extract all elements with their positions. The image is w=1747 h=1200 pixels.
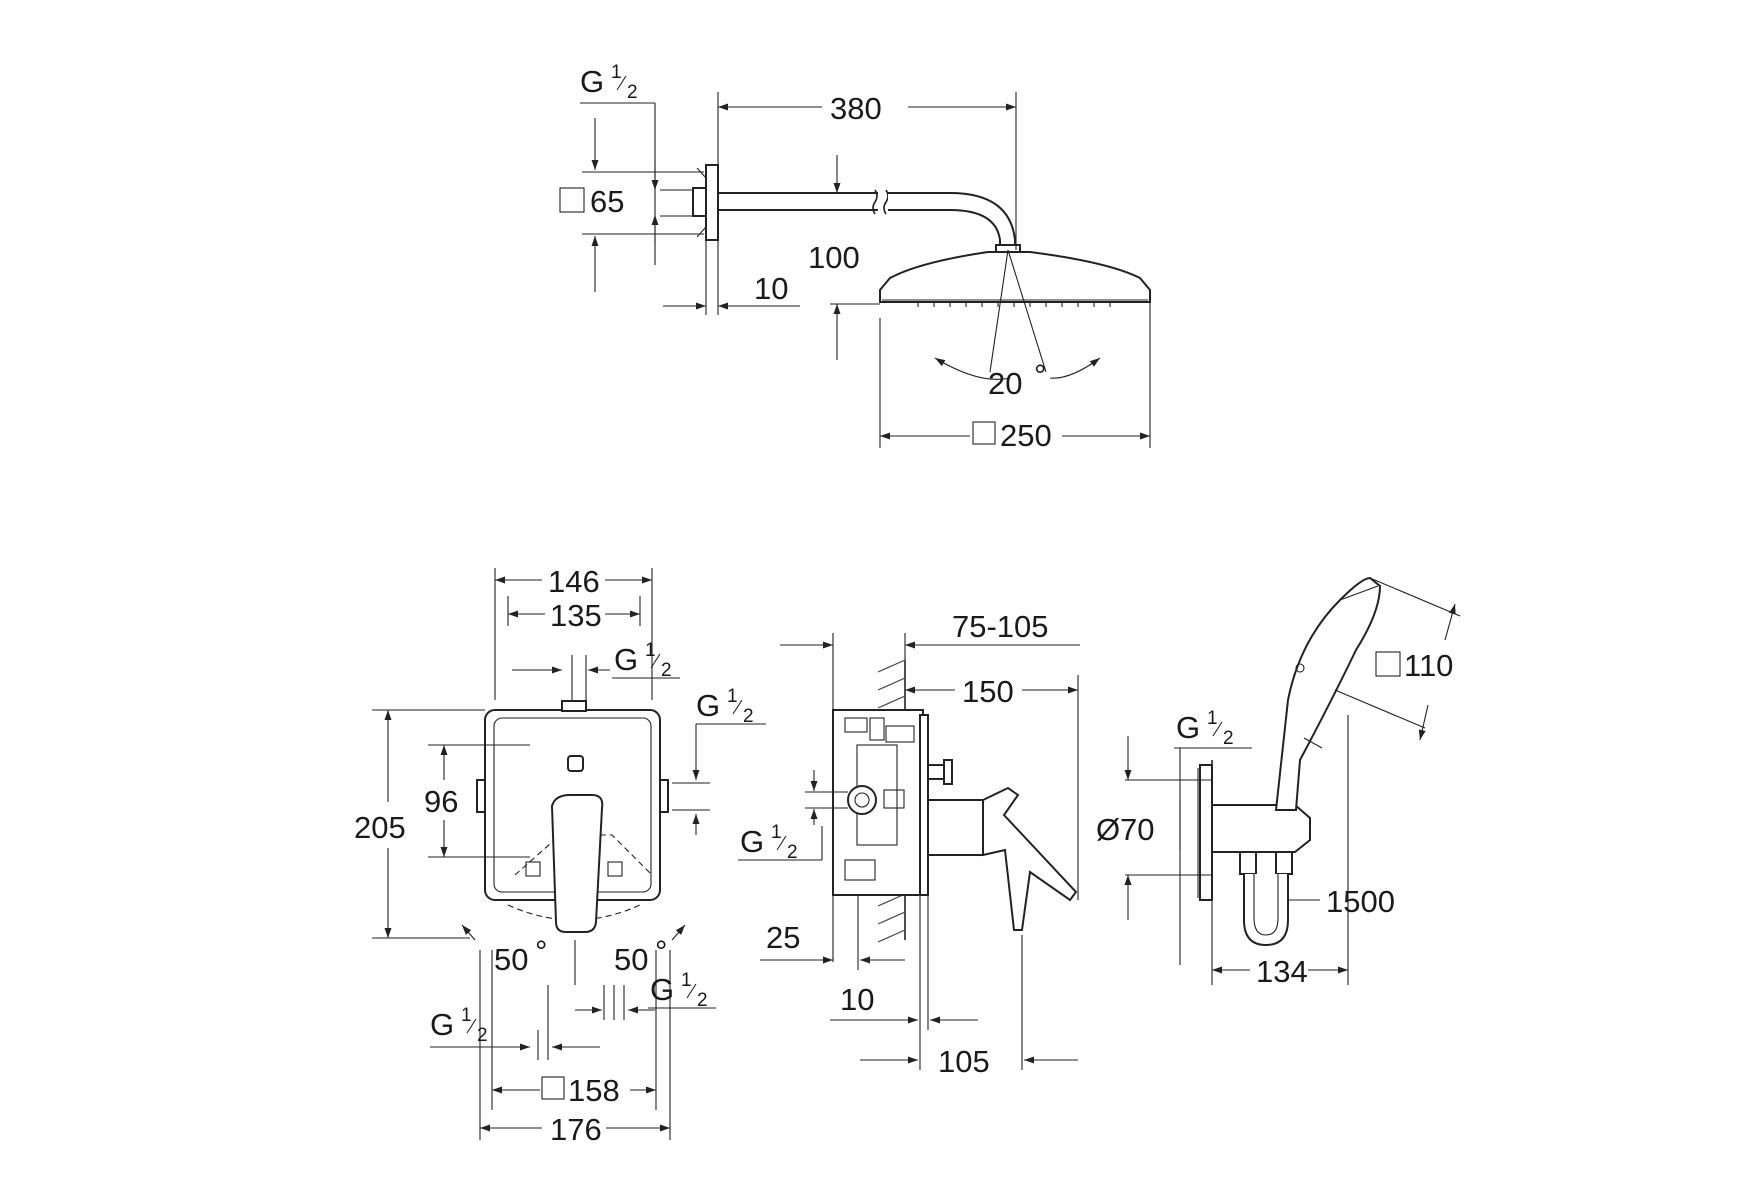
thread-g-mixer-top: G: [614, 642, 638, 677]
dim-105: 105: [938, 1044, 990, 1079]
svg-text:1: 1: [461, 1005, 472, 1026]
rough-in-box: [832, 709, 924, 896]
angle-50-right: 50: [614, 942, 648, 977]
svg-text:1: 1: [645, 640, 656, 661]
svg-text:2: 2: [697, 990, 708, 1011]
svg-text:2: 2: [661, 660, 672, 681]
valve-body: [847, 785, 877, 815]
svg-text:1: 1: [771, 822, 782, 843]
hand-shower-handle: [1274, 576, 1382, 811]
svg-text:1: 1: [611, 62, 622, 83]
dim-158: 158: [568, 1073, 620, 1108]
wall-outlet-flange: [1199, 764, 1213, 901]
svg-text:70: 70: [1120, 812, 1154, 847]
svg-text:2: 2: [477, 1025, 488, 1046]
thread-g-hand: G: [1176, 710, 1200, 745]
mixer-front-view: 50 ° 50 ° 146 135 G 1 2 G 1 2: [354, 564, 766, 1147]
dim-134: 134: [1256, 954, 1308, 989]
svg-text:2: 2: [743, 706, 754, 727]
svg-text:°: °: [535, 934, 547, 969]
dim-100: 100: [808, 240, 860, 275]
dim-70: Ø: [1096, 812, 1120, 847]
dim-1500: 1500: [1326, 884, 1395, 919]
svg-text:2: 2: [787, 842, 798, 863]
svg-text:1: 1: [681, 970, 692, 991]
dim-10-side: 10: [840, 982, 874, 1017]
thread-g-mixer-right: G: [696, 688, 720, 723]
mixer-lever: [550, 794, 604, 933]
angle-20-label: 20: [988, 366, 1022, 401]
wall-flange: [705, 164, 719, 241]
angle-50-left: 50: [494, 942, 528, 977]
dim-250: 250: [1000, 418, 1052, 453]
thread-g-mixer-bottom-right: G: [650, 972, 674, 1007]
spray-nozzles: [917, 302, 1111, 307]
dim-96: 96: [424, 784, 458, 819]
shower-arm: [718, 192, 878, 211]
dim-135: 135: [550, 598, 602, 633]
svg-text:2: 2: [627, 82, 638, 103]
dim-380: 380: [830, 91, 882, 126]
dim-65: 65: [590, 184, 624, 219]
shower-arm-bend: [888, 192, 1016, 248]
thread-g-side: G: [740, 824, 764, 859]
svg-text:1: 1: [727, 686, 738, 707]
hand-shower-view: 110 G 1 2 Ø 70 1500 134: [1096, 576, 1461, 989]
dim-150: 150: [962, 674, 1014, 709]
dim-25: 25: [766, 920, 800, 955]
diverter-button: [567, 755, 584, 772]
dim-10-top: 10: [754, 271, 788, 306]
shower-head-view: 20 ° 380 G 1 2 65 100: [559, 62, 1151, 453]
shower-hose: [1243, 874, 1289, 947]
side-lever: [982, 786, 1078, 931]
dim-176: 176: [550, 1112, 602, 1147]
shower-holder: [1211, 804, 1311, 853]
shower-head-body: [879, 251, 1151, 303]
svg-text:2: 2: [1223, 728, 1234, 749]
dim-146: 146: [548, 564, 600, 599]
flange-nut: [692, 187, 707, 217]
svg-text:°: °: [1034, 358, 1046, 393]
svg-text:1: 1: [1207, 708, 1218, 729]
dim-110: 110: [1404, 648, 1453, 683]
thread-g-mixer-bottom-left: G: [430, 1007, 454, 1042]
dim-205: 205: [354, 810, 406, 845]
dim-75-105: 75-105: [952, 609, 1049, 644]
mixer-side-view: 75-105 150 G 1 2 25 10 105: [738, 609, 1080, 1079]
thread-g-top: G: [580, 64, 604, 99]
svg-text:°: °: [655, 934, 667, 969]
